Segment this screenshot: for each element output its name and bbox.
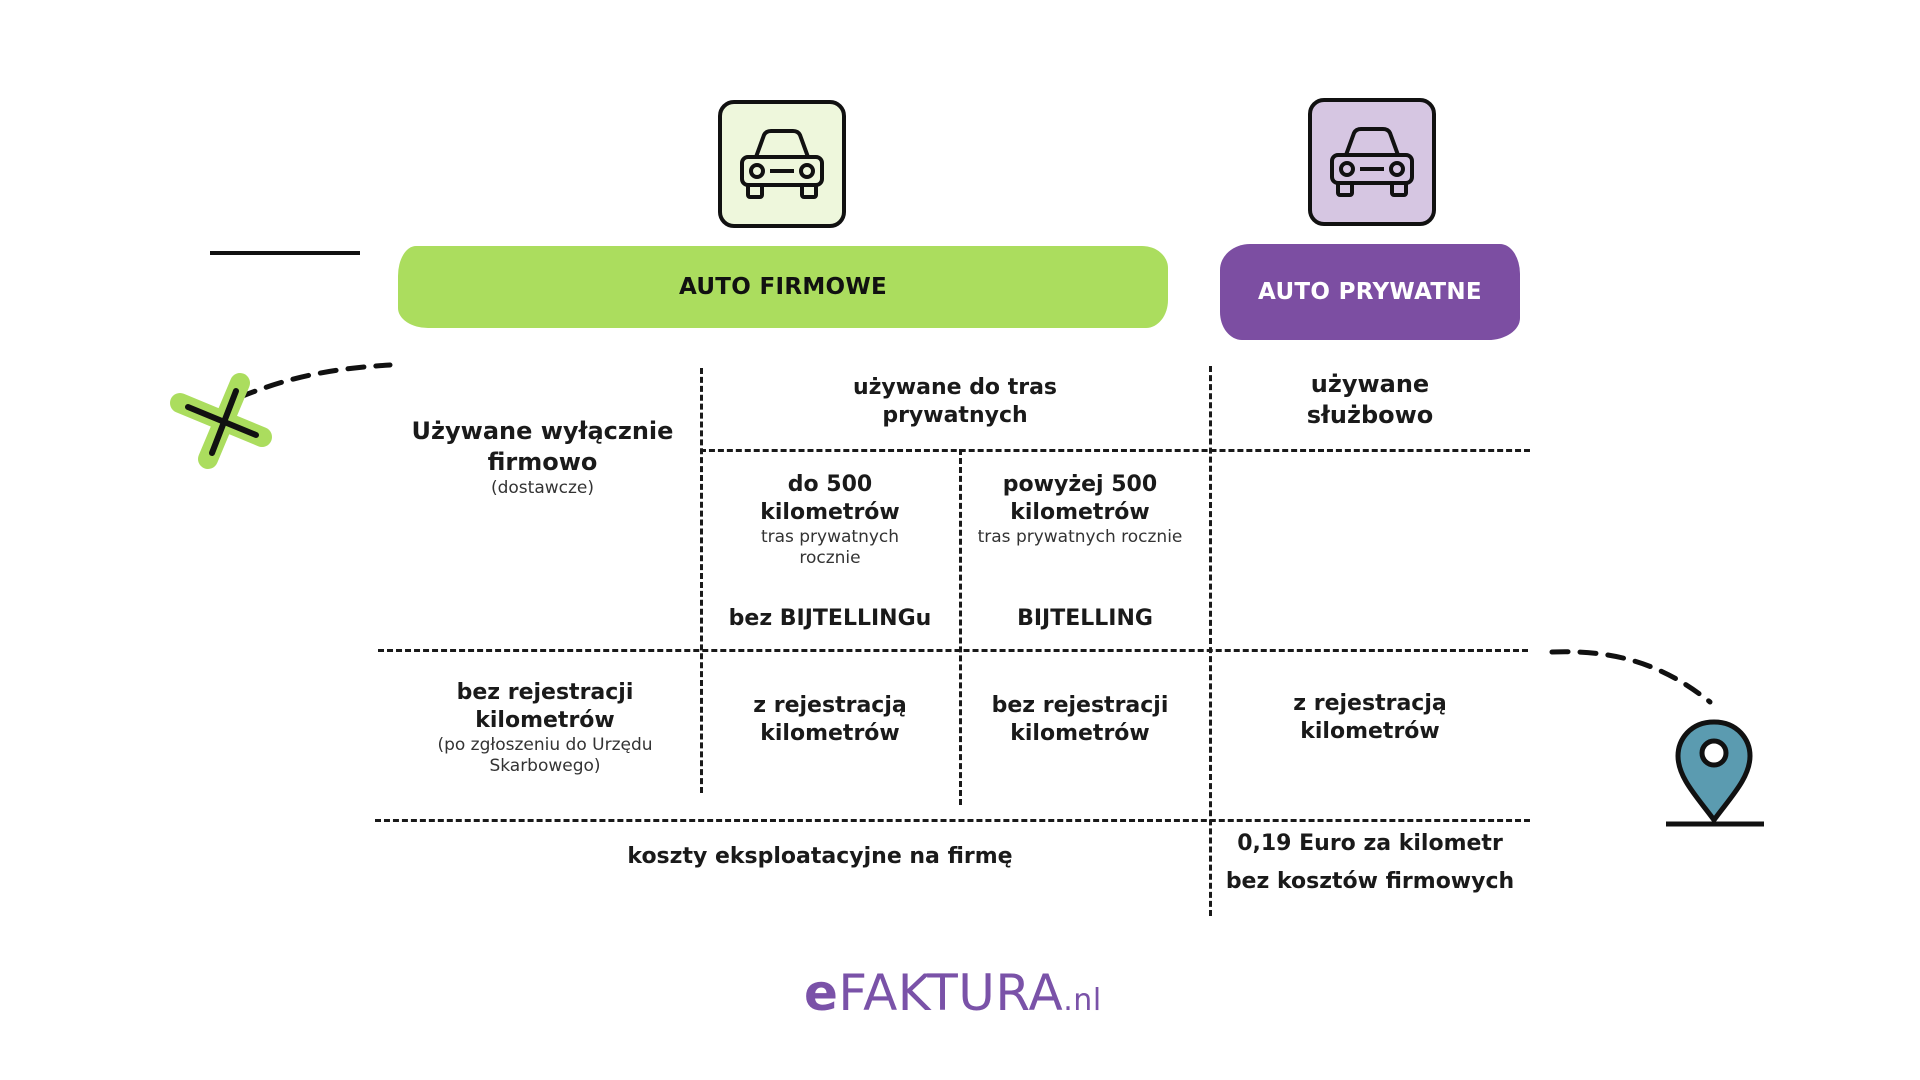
cell-over-500-note: tras prywatnych rocznie (977, 527, 1183, 547)
cell-costs-private-line1: 0,19 Euro za kilometr (1237, 831, 1503, 856)
logo-e: e (804, 964, 839, 1022)
car-icon (1330, 127, 1414, 197)
cell-over-500-title: powyżej 500 kilometrów (1002, 472, 1158, 525)
car-icon (740, 129, 824, 199)
grid-line-v2 (959, 449, 962, 805)
grid-line-v3 (1209, 366, 1212, 916)
decorative-line (210, 251, 360, 255)
cell-business-only-title: Używane wyłącznie firmowo (411, 417, 674, 476)
cell-registration-4: z rejestracją kilometrów (1280, 690, 1460, 746)
start-x-marker-icon (170, 362, 393, 469)
company-car-icon-box (718, 100, 846, 228)
logo-main: FAKTURA (838, 964, 1064, 1022)
private-car-icon-box (1308, 98, 1436, 226)
location-pin-icon (1549, 649, 1764, 827)
cell-registration-3: bez rejestracji kilometrów (985, 692, 1175, 748)
cell-under-500-title: do 500 kilometrów (760, 472, 900, 525)
cell-under-500: do 500 kilometrów tras prywatnych roczni… (730, 471, 930, 569)
cell-under-500-note: tras prywatnych rocznie (760, 527, 900, 568)
grid-line-h3 (375, 819, 1530, 822)
efaktura-logo: eFAKTURA.nl (804, 964, 1102, 1022)
grid-line-v1 (700, 368, 703, 793)
cell-private-trips-title: używane do tras prywatnych (852, 375, 1058, 428)
cell-costs-private-line2: bez kosztów firmowych (1225, 869, 1515, 894)
company-car-banner: AUTO FIRMOWE (398, 246, 1168, 328)
cell-registration-1-note: (po zgłoszeniu do Urzędu Skarbowego) (437, 735, 653, 776)
cell-over-500-result: BIJTELLING (1017, 606, 1153, 631)
cell-registration-1-title: bez rejestracji kilometrów (456, 680, 634, 733)
cell-business-only: Używane wyłącznie firmowo (dostawcze) (400, 416, 685, 499)
cell-registration-2-title: z rejestracją kilometrów (753, 693, 907, 746)
cell-costs-company: koszty eksploatacyjne na firmę (627, 844, 1013, 869)
cell-registration-4-title: z rejestracją kilometrów (1293, 691, 1447, 744)
private-car-banner: AUTO PRYWATNE (1220, 244, 1520, 340)
grid-line-h2 (378, 649, 1528, 652)
cell-under-500-result: bez BIJTELLINGu (728, 606, 932, 631)
cell-registration-3-title: bez rejestracji kilometrów (991, 693, 1169, 746)
cell-registration-2: z rejestracją kilometrów (740, 692, 920, 748)
cell-registration-1: bez rejestracji kilometrów (po zgłoszeni… (420, 679, 670, 777)
cell-over-500: powyżej 500 kilometrów tras prywatnych r… (970, 471, 1190, 548)
logo-suffix: .nl (1063, 983, 1102, 1018)
cell-business-only-note: (dostawcze) (490, 478, 595, 498)
cell-business-use-title: używane służbowo (1306, 370, 1434, 429)
grid-line-h1 (700, 449, 1530, 452)
cell-private-trips: używane do tras prywatnych (840, 374, 1070, 430)
company-car-label: AUTO FIRMOWE (678, 274, 888, 300)
cell-business-use: używane służbowo (1285, 369, 1455, 431)
private-car-label: AUTO PRYWATNE (1258, 279, 1482, 305)
